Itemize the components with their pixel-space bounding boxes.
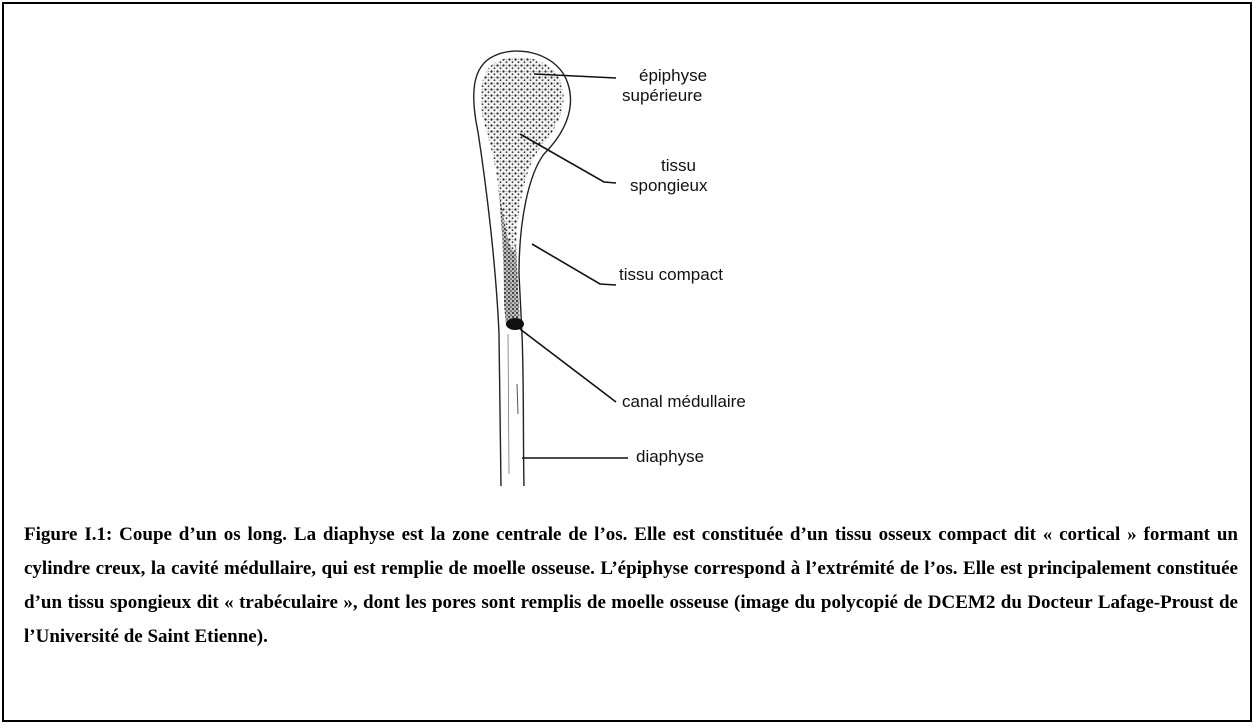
leader-canal	[520, 329, 616, 402]
label-diaphyse: diaphyse	[636, 447, 704, 467]
label-tissu-compact: tissu compact	[619, 265, 723, 285]
figure-caption: Figure I.1: Coupe d’un os long. La diaph…	[24, 518, 1238, 654]
bone-illustration	[4, 4, 1254, 504]
label-tissu: tissu	[661, 156, 696, 176]
label-canal-medullaire: canal médullaire	[622, 392, 746, 412]
medullary-canal-mark	[506, 318, 524, 330]
label-epiphyse: épiphyse	[639, 66, 707, 86]
bone-diagram: épiphyse supérieure tissu spongieux tiss…	[4, 4, 1254, 504]
label-superieure: supérieure	[622, 86, 702, 106]
label-spongieux: spongieux	[630, 176, 708, 196]
leader-compact	[532, 244, 616, 285]
